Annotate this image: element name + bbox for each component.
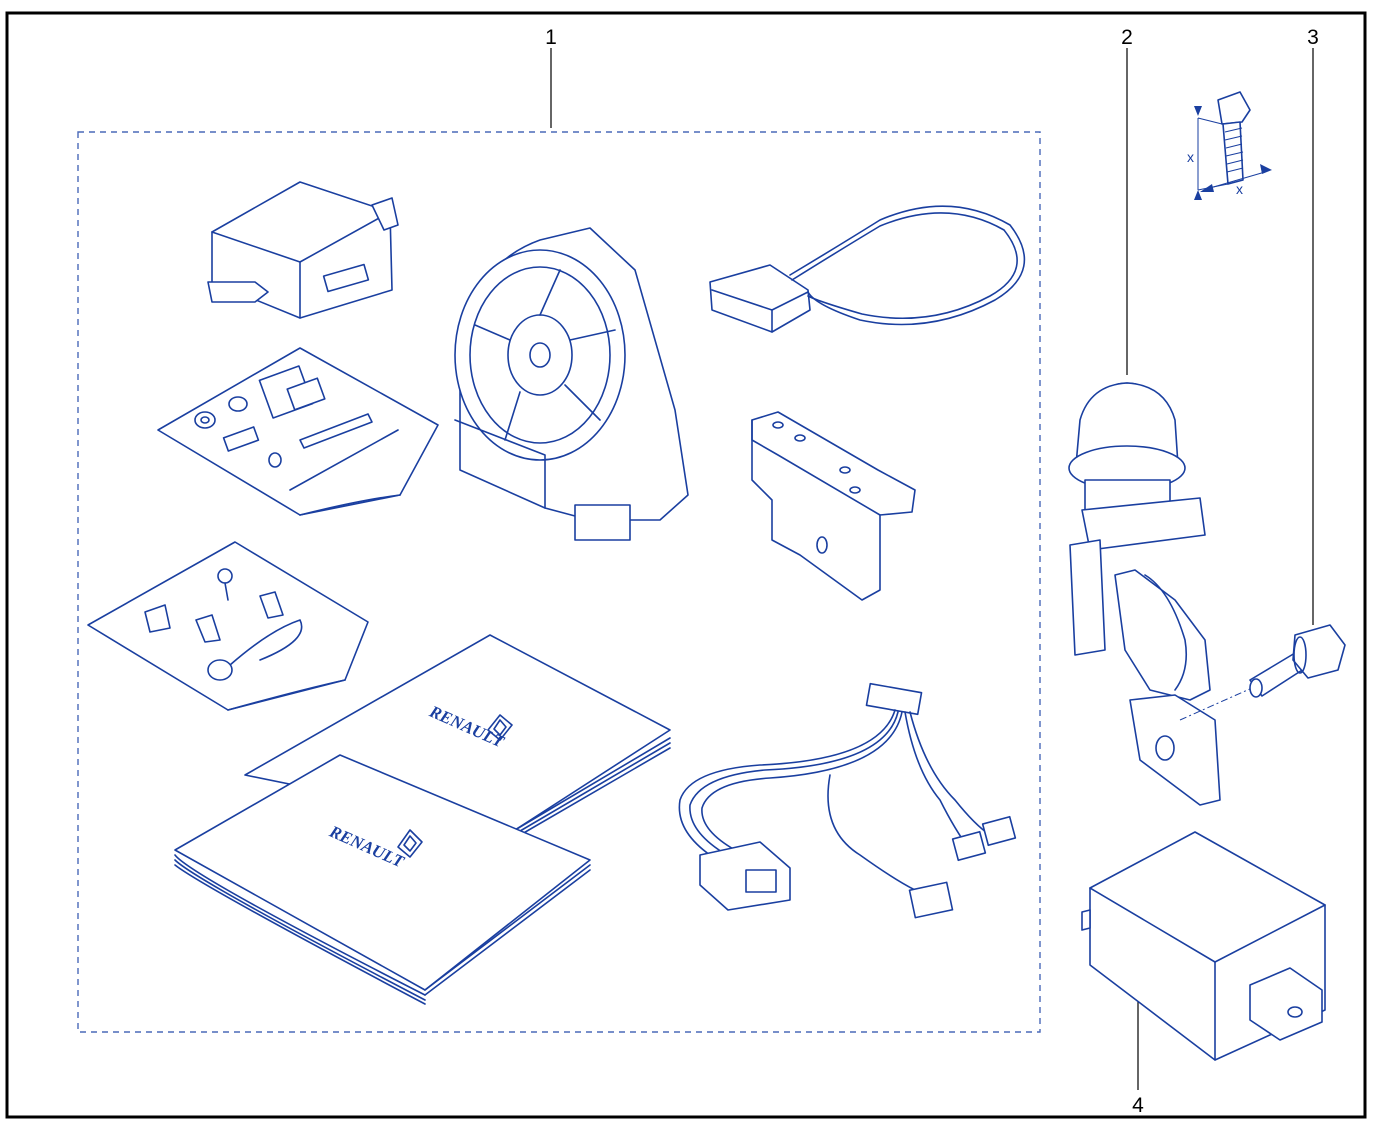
hex-bolt [1249,624,1346,698]
control-module [207,181,399,319]
renault-logo-icon [487,714,513,741]
kit-dashed-boundary [77,131,1041,1033]
wire-harness-connector [709,205,1026,333]
fastener-bag-1 [157,347,439,516]
manual-booklet-front: RENAULT [174,754,591,1005]
callout-leaders [550,48,1314,1090]
ignition-switch [1068,382,1221,806]
diagram-border [5,11,1367,1119]
fastener-bag-2 [87,541,369,711]
wiring-harness [678,682,1017,919]
callout-1: 1 [545,26,557,49]
callout-3: 3 [1307,26,1319,49]
screw-dimension-icon: x x [1187,91,1272,200]
alarm-siren [454,227,689,541]
renault-logo-icon [397,829,423,858]
dimension-x-horizontal: x [1236,181,1243,197]
callout-4: 4 [1132,1094,1144,1117]
dimension-x-vertical: x [1187,149,1194,165]
bolt-axis-line [1179,687,1253,721]
callout-2: 2 [1121,26,1133,49]
electronic-module-box [1081,831,1326,1061]
mounting-bracket [751,411,916,601]
